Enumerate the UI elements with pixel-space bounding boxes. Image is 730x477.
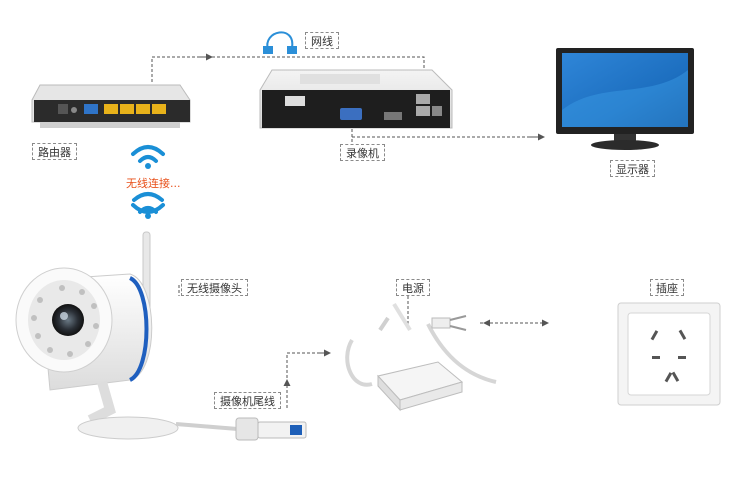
network-cable-label: 网线: [305, 32, 339, 49]
router-label: 路由器: [32, 143, 77, 160]
camera-tail-cable-label: 摄像机尾线: [214, 392, 281, 409]
wifi-status-text: 无线连接...: [126, 177, 181, 190]
wireless-camera-label: 无线摄像头: [181, 279, 248, 296]
router-device: [31, 84, 191, 128]
power-supply-device: [345, 302, 497, 412]
monitor-label: 显示器: [610, 160, 655, 177]
nvr-label: 录像机: [340, 144, 385, 161]
wifi-icon: [131, 192, 165, 219]
power-supply-label: 电源: [396, 279, 430, 296]
wifi-icon: [131, 145, 165, 169]
router-to-nvr-cable: [151, 56, 425, 82]
connector-arrows: [200, 53, 549, 386]
tail-cable-link: [286, 352, 330, 408]
wireless-camera-device: [15, 231, 307, 441]
network-cable-icon: [263, 31, 297, 54]
monitor-device: [556, 48, 694, 150]
socket-device: [617, 302, 721, 406]
nvr-device: [259, 69, 453, 129]
socket-label: 插座: [650, 279, 684, 296]
